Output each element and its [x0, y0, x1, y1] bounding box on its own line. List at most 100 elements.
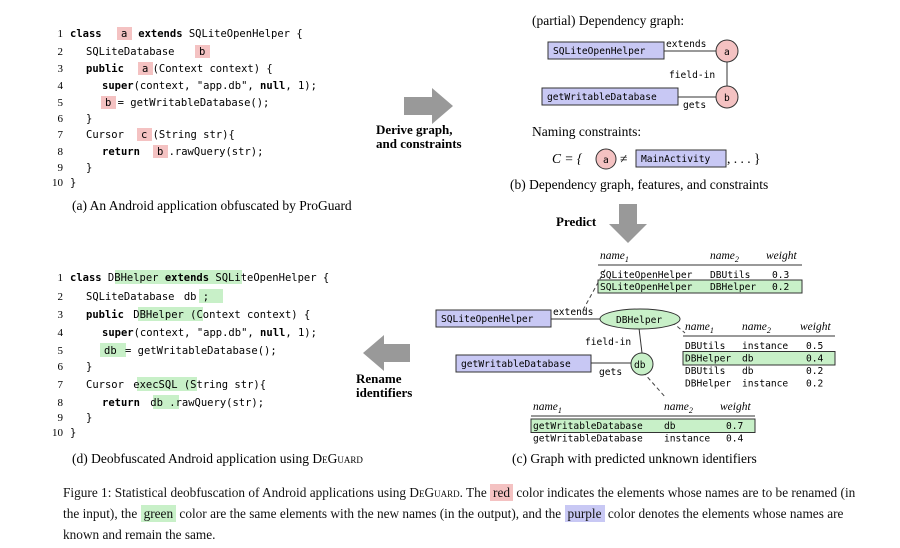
- highlight-c-method: [137, 128, 152, 141]
- caption-d: (d) Deobfuscated Android application usi…: [72, 451, 363, 466]
- code-a-line-5: b = getWritableDatabase();: [105, 97, 269, 109]
- highlight-a-class: [117, 27, 132, 40]
- id-b-return: b: [157, 146, 163, 158]
- table-cell-weight: 0.2: [806, 379, 823, 390]
- table-header-weight: weight: [766, 250, 797, 262]
- derive-arrow: [404, 88, 453, 124]
- table-cell-name1: DBHelper: [685, 379, 731, 390]
- code-a-line-8: return .rawQuery(str);: [102, 146, 263, 158]
- edge-extends-label-b: extends: [666, 39, 706, 50]
- constraint-close: , . . . }: [727, 151, 760, 166]
- table-cell-weight: 0.5: [806, 341, 823, 352]
- caption-c: (c) Graph with predicted unknown identif…: [512, 451, 757, 466]
- line-number: 8: [58, 146, 64, 158]
- line-number: 6: [58, 113, 64, 125]
- constraint-open: C = {: [552, 151, 583, 166]
- code-d-line-8: return db .rawQuery(str);: [102, 397, 264, 409]
- code-a-line-1: class extends SQLiteOpenHelper {: [70, 28, 303, 40]
- node-dbhelper-c-label: DBHelper: [616, 315, 662, 326]
- line-number: 7: [58, 379, 64, 391]
- code-d-line-6: }: [86, 361, 92, 373]
- table-cell-name1: DBHelper: [685, 354, 731, 365]
- code-a-line-10: }: [70, 177, 76, 189]
- id-c-method: c: [141, 129, 147, 141]
- table-cell-name2: instance: [664, 434, 710, 445]
- node-db-c: [630, 352, 654, 376]
- derive-label-2: and constraints: [376, 136, 462, 151]
- caption-a: (a) An Android application obfuscated by…: [72, 198, 352, 213]
- line-number: 10: [52, 427, 64, 439]
- highlight-dbhelper-class: [115, 270, 242, 284]
- line-number: 4: [58, 327, 64, 339]
- node-getwritabledatabase-c: [455, 354, 592, 373]
- table-header-name1: name1: [600, 250, 629, 264]
- table-cell-name2: DBUtils: [710, 270, 750, 281]
- highlight-a-ctor: [138, 62, 153, 75]
- node-a-b: [715, 39, 739, 63]
- table-cell-name2: instance: [742, 379, 788, 390]
- code-a-line-6: }: [86, 113, 92, 125]
- constraint-mainactivity: [635, 149, 727, 168]
- derive-label-1: Derive graph,: [376, 122, 453, 137]
- code-d-line-2: SQLiteDatabase db ;: [86, 291, 209, 303]
- table-header-name2: name2: [742, 321, 771, 335]
- dependency-graph-title: (partial) Dependency graph:: [532, 13, 684, 28]
- table-row-selected: [530, 418, 756, 433]
- table-cell-weight: 0.4: [806, 354, 824, 365]
- highlight-db-field: [199, 289, 223, 303]
- line-number: 5: [58, 345, 64, 357]
- figure-caption: Figure 1: Statistical deobfuscation of A…: [63, 484, 856, 542]
- rename-arrow: [363, 335, 410, 371]
- node-sqliteopenhelper-b: [547, 41, 665, 60]
- id-a-class: a: [121, 28, 127, 40]
- node-getwritabledatabase-b: [541, 87, 679, 106]
- pointer-bottom-table: [642, 371, 667, 399]
- table-cell-name2: db: [742, 366, 754, 377]
- line-number: 9: [58, 412, 64, 424]
- constraint-mainactivity-label: MainActivity: [641, 154, 711, 165]
- code-d-line-10: }: [70, 427, 76, 439]
- edge-extends-label-c: extends: [553, 307, 593, 318]
- code-a-line-7: Cursor (String str){: [86, 129, 235, 141]
- code-a-line-9: }: [86, 162, 92, 174]
- rename-label-1: Rename: [356, 371, 402, 386]
- legend-purple: purple: [564, 505, 605, 522]
- node-sqliteopenhelper-c-label: SQLiteOpenHelper: [441, 314, 534, 325]
- highlight-b-field: [195, 45, 210, 58]
- node-b-b-label: b: [724, 93, 730, 104]
- highlight-b-return: [153, 145, 168, 158]
- line-number: 3: [58, 63, 64, 75]
- line-number: 8: [58, 397, 64, 409]
- line-number: 3: [58, 309, 64, 321]
- line-number: 2: [58, 291, 64, 303]
- table-cell-weight: 0.4: [726, 434, 744, 445]
- naming-constraints-label: Naming constraints:: [532, 124, 641, 139]
- node-db-c-label: db: [634, 360, 646, 371]
- table-cell-name1: DBUtils: [685, 341, 725, 352]
- code-d-line-5: db = getWritableDatabase();: [104, 345, 277, 357]
- code-d-line-7: Cursor execSQL (String str){: [86, 379, 266, 391]
- table-cell-name1: getWritableDatabase: [533, 421, 643, 432]
- rename-label-2: identifiers: [356, 385, 412, 400]
- table-header-weight: weight: [720, 401, 751, 413]
- node-getwritabledatabase-b-label: getWritableDatabase: [547, 92, 657, 103]
- edge-field-in-c: [638, 327, 643, 354]
- line-number: 7: [58, 129, 64, 141]
- table-cell-weight: 0.3: [772, 270, 790, 281]
- edge-gets-label-b: gets: [683, 100, 706, 111]
- line-number: 4: [58, 80, 64, 92]
- code-a-line-4: super(context, "app.db", null, 1);: [102, 80, 317, 92]
- line-number: 10: [52, 177, 64, 189]
- node-dbhelper-c: [599, 308, 681, 330]
- legend-green: green: [140, 505, 177, 522]
- node-a-b-label: a: [724, 47, 730, 58]
- code-a-line-3: public (Context context) {: [86, 63, 273, 75]
